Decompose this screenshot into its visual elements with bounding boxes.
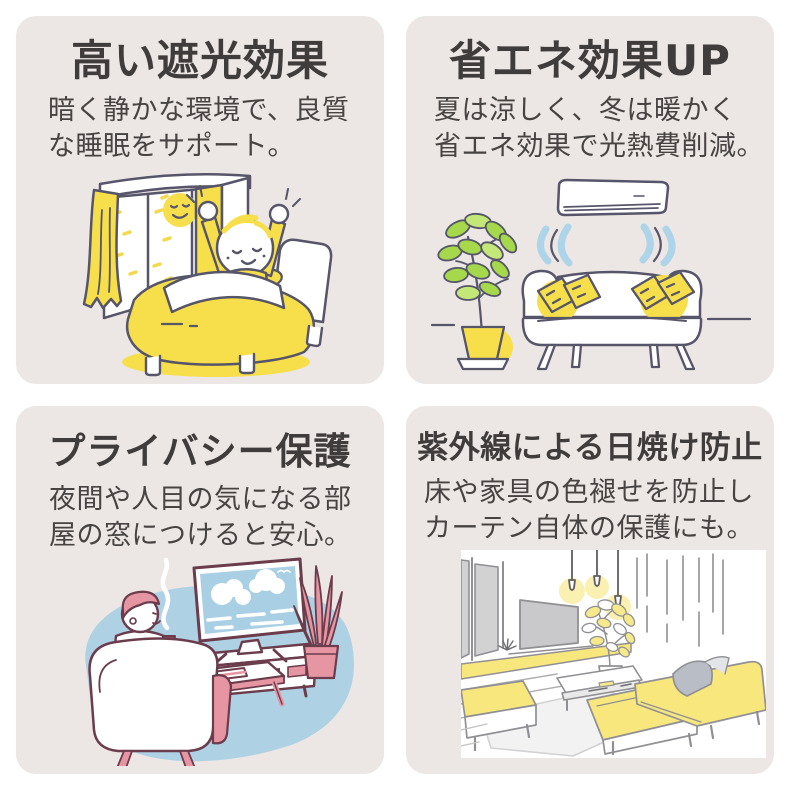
wall-tv-icon: [519, 599, 579, 650]
desc-line: 夏は涼しく、冬は暖かく: [434, 95, 737, 127]
desc-line: 夜間や人目の気になる部: [49, 483, 352, 515]
card-title: 省エネ効果UP: [449, 36, 731, 85]
window-icon: [461, 557, 504, 661]
feature-card-privacy: プライバシー保護 夜間や人目の気になる部 屋の窓につけると安心。: [16, 406, 384, 774]
ottoman-icon: [461, 680, 537, 752]
card-title: 高い遮光効果: [70, 36, 329, 85]
window-icon: [82, 172, 252, 320]
bed-legs: [144, 324, 324, 377]
tv-icon: [192, 557, 307, 668]
card-description: 暗く静かな環境で、良質 な睡眠をサポート。: [48, 93, 384, 165]
air-conditioner-icon: [556, 178, 670, 217]
feature-card-energy-saving: 省エネ効果UP 夏は涼しく、冬は暖かく 省エネ効果で光熱費削減。: [406, 16, 774, 384]
pendant-lights-icon: [559, 550, 631, 620]
sill-plant-icon: [498, 638, 517, 651]
desc-line: カーテン自体の保護にも。: [424, 513, 754, 545]
feature-card-uv-protection: 紫外線による日焼け防止 床や家具の色褪せを防止し カーテン自体の保護にも。: [406, 406, 774, 774]
floor-line: [461, 723, 488, 747]
tv-livingroom-illustration: [85, 557, 354, 766]
desc-line: 省エネ効果で光熱費削減。: [434, 131, 764, 163]
aircon-sofa-illustration: [430, 178, 752, 371]
desc-line: な睡眠をサポート。: [48, 131, 295, 163]
floor-line: [430, 317, 752, 327]
sofa-legs: [536, 343, 696, 371]
desc-line: 屋の窓につけると安心。: [49, 519, 352, 551]
tv-clouds: [211, 569, 285, 605]
card-description: 床や家具の色褪せを防止し カーテン自体の保護にも。: [424, 475, 774, 547]
cool-airflow-icon: [537, 223, 676, 267]
feature-card-blackout: 高い遮光効果 暗く静かな環境で、良質 な睡眠をサポート。: [16, 16, 384, 384]
curtain-folds: [636, 553, 724, 647]
desc-line: 床や家具の色褪せを防止し: [424, 477, 754, 509]
steam-icon: [160, 557, 171, 631]
desc-line: 暗く静かな環境で、良質: [48, 95, 350, 127]
curtain-icon: [82, 188, 123, 310]
potted-plant-icon: [437, 212, 518, 371]
card-description: 夏は涼しく、冬は暖かく 省エネ効果で光熱費削減。: [434, 93, 774, 165]
bedroom-wakeup-illustration: [82, 172, 333, 377]
cushions-icon: [536, 270, 696, 314]
sunlit-livingroom-illustration: [461, 550, 766, 758]
card-description: 夜間や人目の気になる部 屋の窓につけると安心。: [49, 482, 384, 554]
armchair-icon: [88, 637, 233, 766]
sofa-icon: [521, 269, 703, 371]
card-title: プライバシー保護: [48, 430, 352, 473]
pink-plant-icon: [293, 565, 343, 680]
card-title: 紫外線による日焼け防止: [417, 430, 763, 466]
sofa-icon: [634, 655, 766, 740]
sun-icon: [163, 193, 197, 227]
